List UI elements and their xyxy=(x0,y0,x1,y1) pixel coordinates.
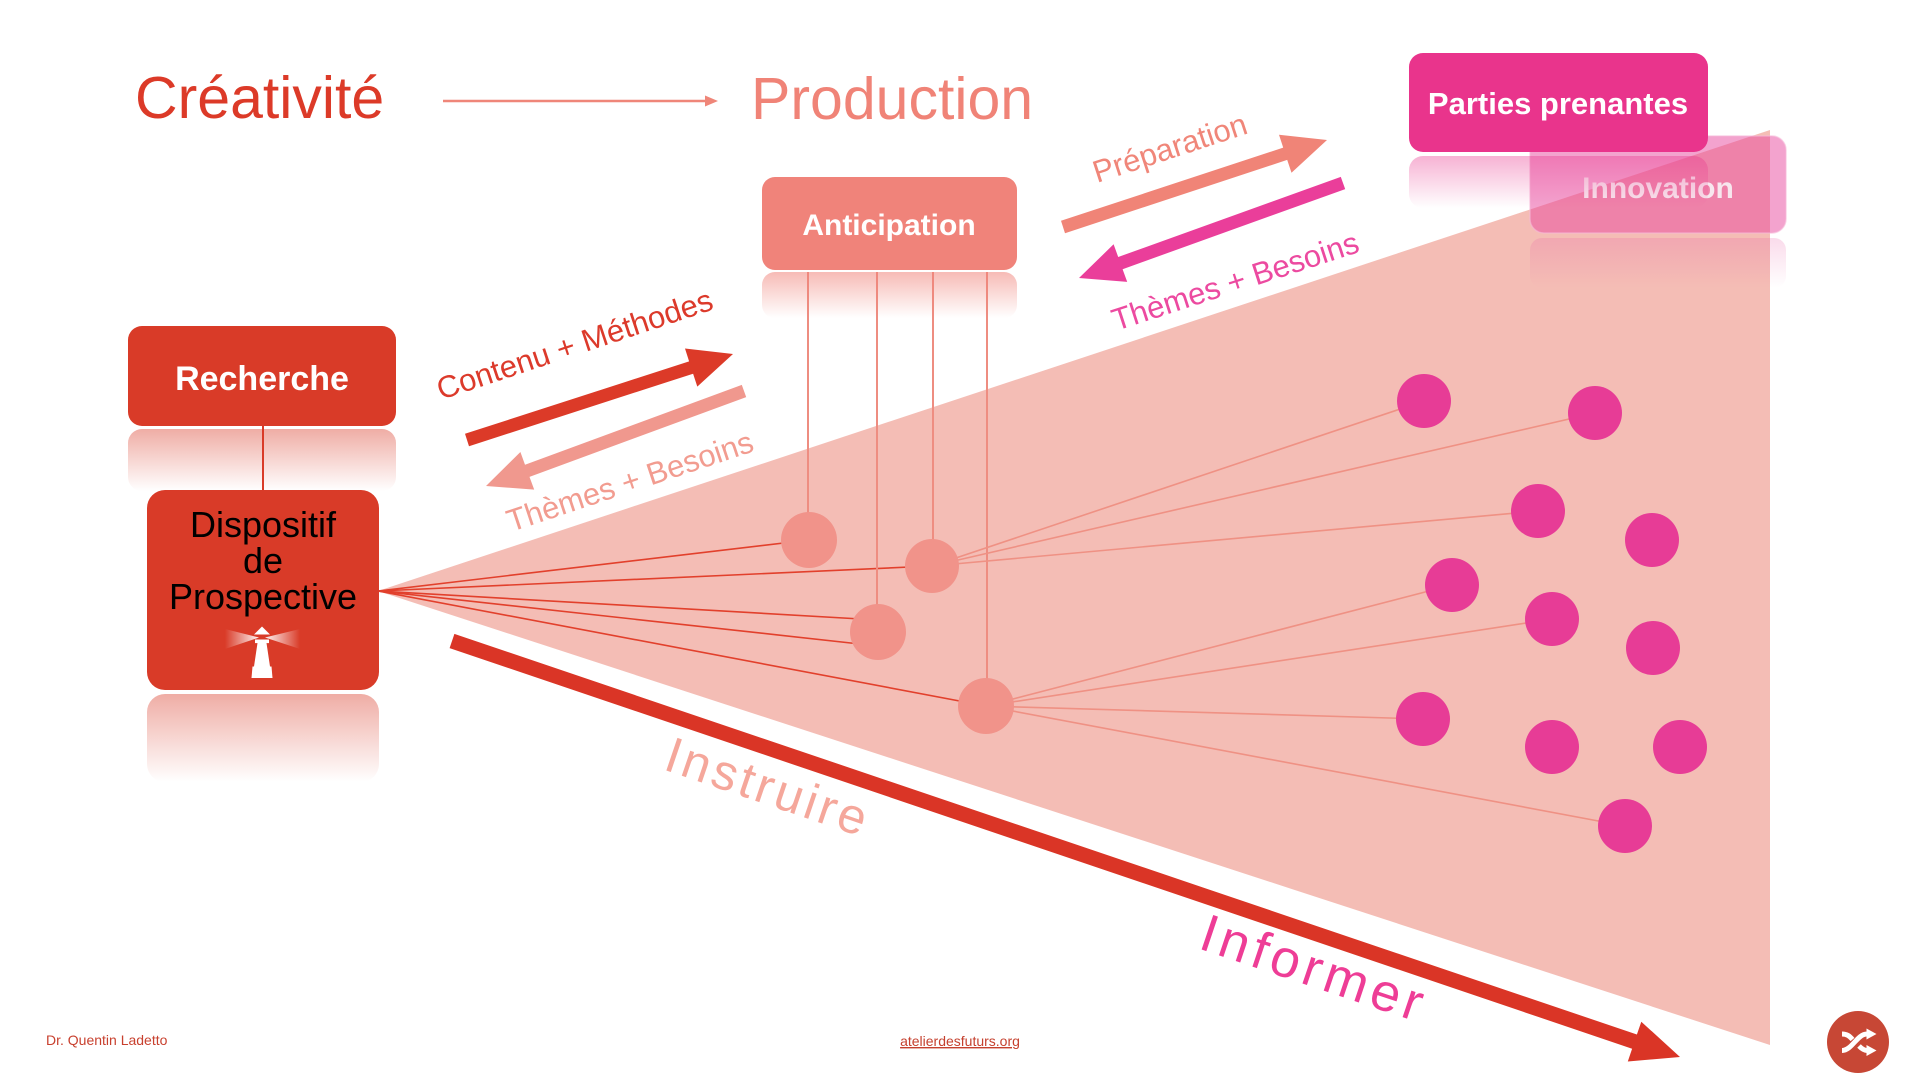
svg-text:Production: Production xyxy=(751,66,1033,132)
svg-text:Prospective: Prospective xyxy=(169,576,357,617)
svg-text:atelierdesfuturs.org: atelierdesfuturs.org xyxy=(900,1033,1020,1049)
svg-text:Anticipation: Anticipation xyxy=(802,209,975,242)
svg-text:Parties prenantes: Parties prenantes xyxy=(1428,86,1688,121)
svg-text:Créativité: Créativité xyxy=(135,65,384,131)
svg-text:Dispositif: Dispositif xyxy=(190,504,337,545)
svg-text:de: de xyxy=(243,540,283,581)
svg-text:Recherche: Recherche xyxy=(175,360,349,398)
svg-text:Dr. Quentin Ladetto: Dr. Quentin Ladetto xyxy=(46,1032,168,1048)
